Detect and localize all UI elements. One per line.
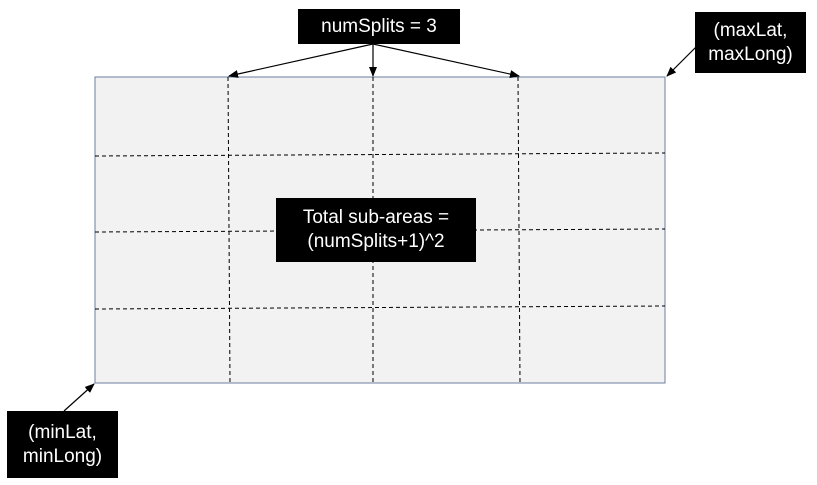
vertical-split-line-1 [227,76,231,384]
total-line-1: Total sub-areas = [302,207,450,228]
num-splits-text: numSplits = 3 [321,15,437,37]
max-corner-label: (maxLat, maxLong) [695,12,806,73]
max-corner-line-1: (maxLat, [713,19,788,41]
total-sub-areas-label: Total sub-areas = (numSplits+1)^2 [276,198,476,262]
split-arrows [228,43,520,78]
vertical-split-line-3 [517,76,521,384]
total-line-2: (numSplits+1)^2 [307,231,445,252]
split-lines [94,76,666,384]
max-corner-arrow [666,43,700,77]
max-corner-line-2: maxLong) [708,43,793,65]
num-splits-label: numSplits = 3 [298,9,460,44]
split-arrow-right [372,43,520,78]
split-arrow-left [228,43,374,78]
min-corner-line-1: (minLat, [28,421,97,443]
min-corner-line-2: minLong) [22,445,103,467]
min-corner-label: (minLat, minLong) [7,411,118,478]
min-corner-arrow [63,383,95,412]
